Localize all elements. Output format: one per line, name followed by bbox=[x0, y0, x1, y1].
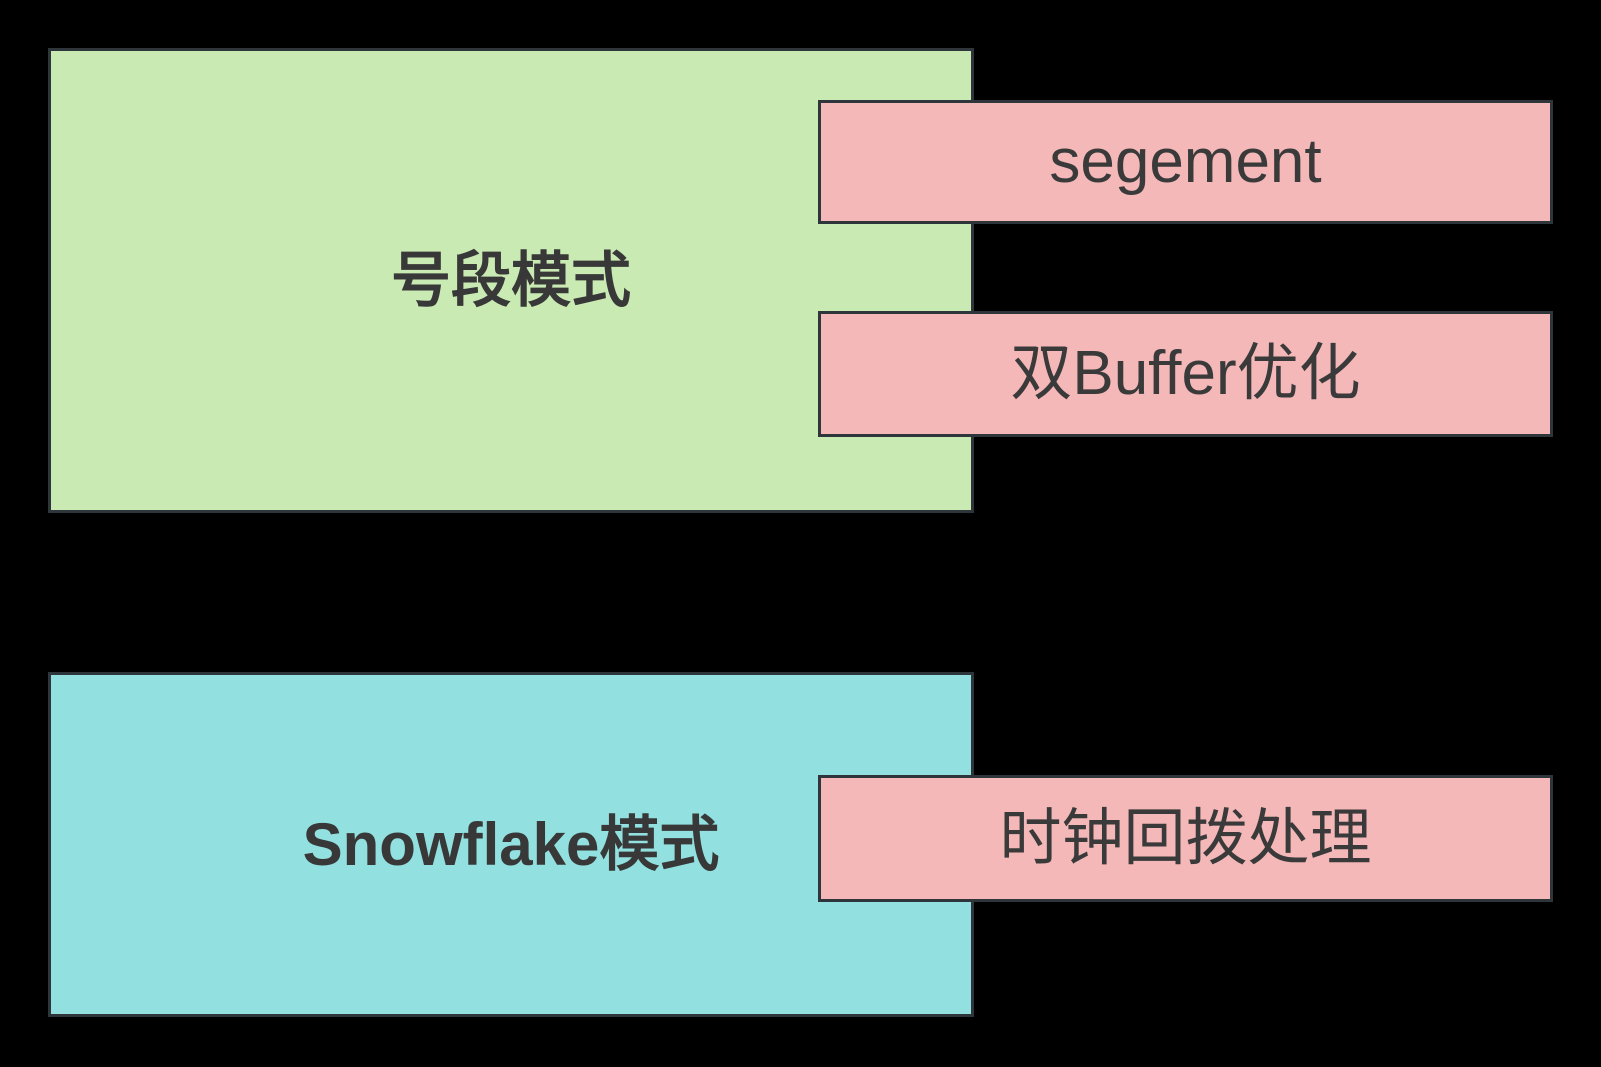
node-double-buffer-optimization: 双Buffer优化 bbox=[818, 311, 1553, 437]
node-double-buffer-optimization-label: 双Buffer优化 bbox=[1010, 339, 1361, 408]
node-segment-mode-label: 号段模式 bbox=[391, 246, 631, 314]
node-segement-label: segement bbox=[1049, 127, 1322, 196]
node-snowflake-mode-label: Snowflake模式 bbox=[302, 810, 720, 878]
node-clock-rollback-handling: 时钟回拨处理 bbox=[818, 775, 1553, 902]
node-clock-rollback-handling-label: 时钟回拨处理 bbox=[999, 803, 1372, 873]
node-segement: segement bbox=[818, 100, 1553, 224]
